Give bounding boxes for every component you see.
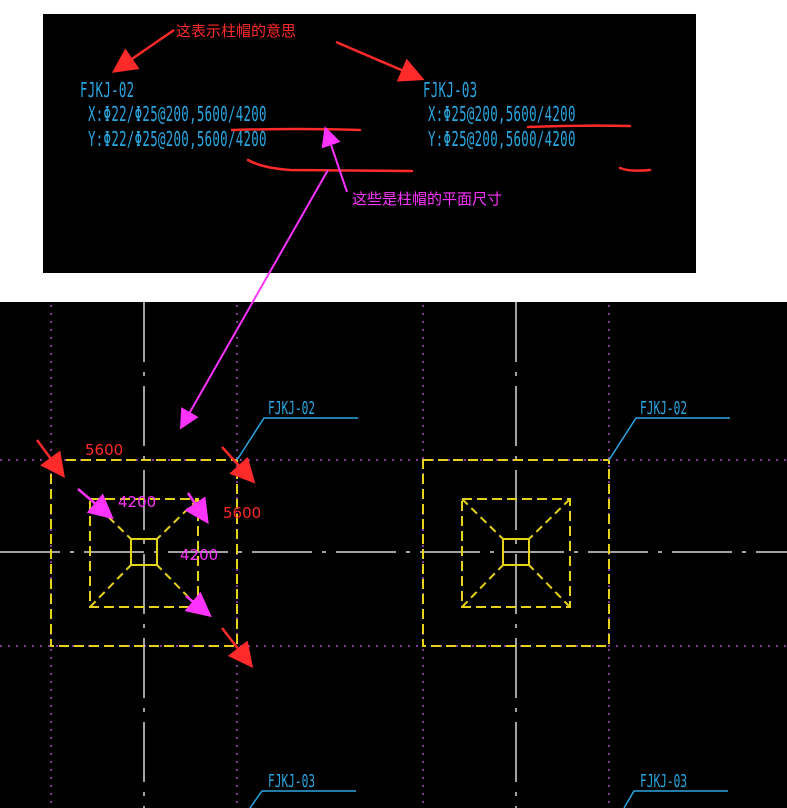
column-cap-right bbox=[422, 459, 610, 647]
right-block-x-line: X:Φ25@200,5600/4200 bbox=[428, 102, 576, 126]
dimension-arrows-red bbox=[35, 439, 256, 668]
plan-label-left-upper: FJKJ-02 bbox=[268, 398, 316, 419]
label-leaders bbox=[236, 417, 730, 808]
plan-label-right-upper: FJKJ-02 bbox=[640, 398, 688, 419]
dimension-inner-horizontal: 4200 bbox=[118, 493, 157, 511]
left-block-name: FJKJ-02 bbox=[80, 78, 135, 102]
column-center-lines bbox=[0, 302, 787, 808]
annotation-meaning: 这表示柱帽的意思 bbox=[176, 22, 297, 40]
dimension-inner-vertical: 4200 bbox=[180, 546, 219, 564]
left-block-x-line: X:Φ22/Φ25@200,5600/4200 bbox=[88, 102, 267, 126]
dimension-arrows-magenta bbox=[77, 488, 212, 618]
plan-label-left-lower: FJKJ-03 bbox=[268, 771, 316, 792]
meaning-arrows bbox=[111, 28, 425, 82]
right-block-name: FJKJ-03 bbox=[423, 78, 478, 102]
dimension-outer-vertical: 5600 bbox=[223, 504, 262, 522]
size-underlines bbox=[230, 124, 652, 173]
column-cap-left bbox=[50, 459, 238, 647]
axis-grid-lines bbox=[0, 305, 787, 808]
annotation-size: 这些是柱帽的平面尺寸 bbox=[352, 190, 503, 208]
right-block-y-line: Y:Φ25@200,5600/4200 bbox=[428, 127, 576, 151]
dimension-outer-horizontal: 5600 bbox=[85, 441, 124, 459]
plan-label-right-lower: FJKJ-03 bbox=[640, 771, 688, 792]
size-arrows bbox=[180, 126, 348, 430]
